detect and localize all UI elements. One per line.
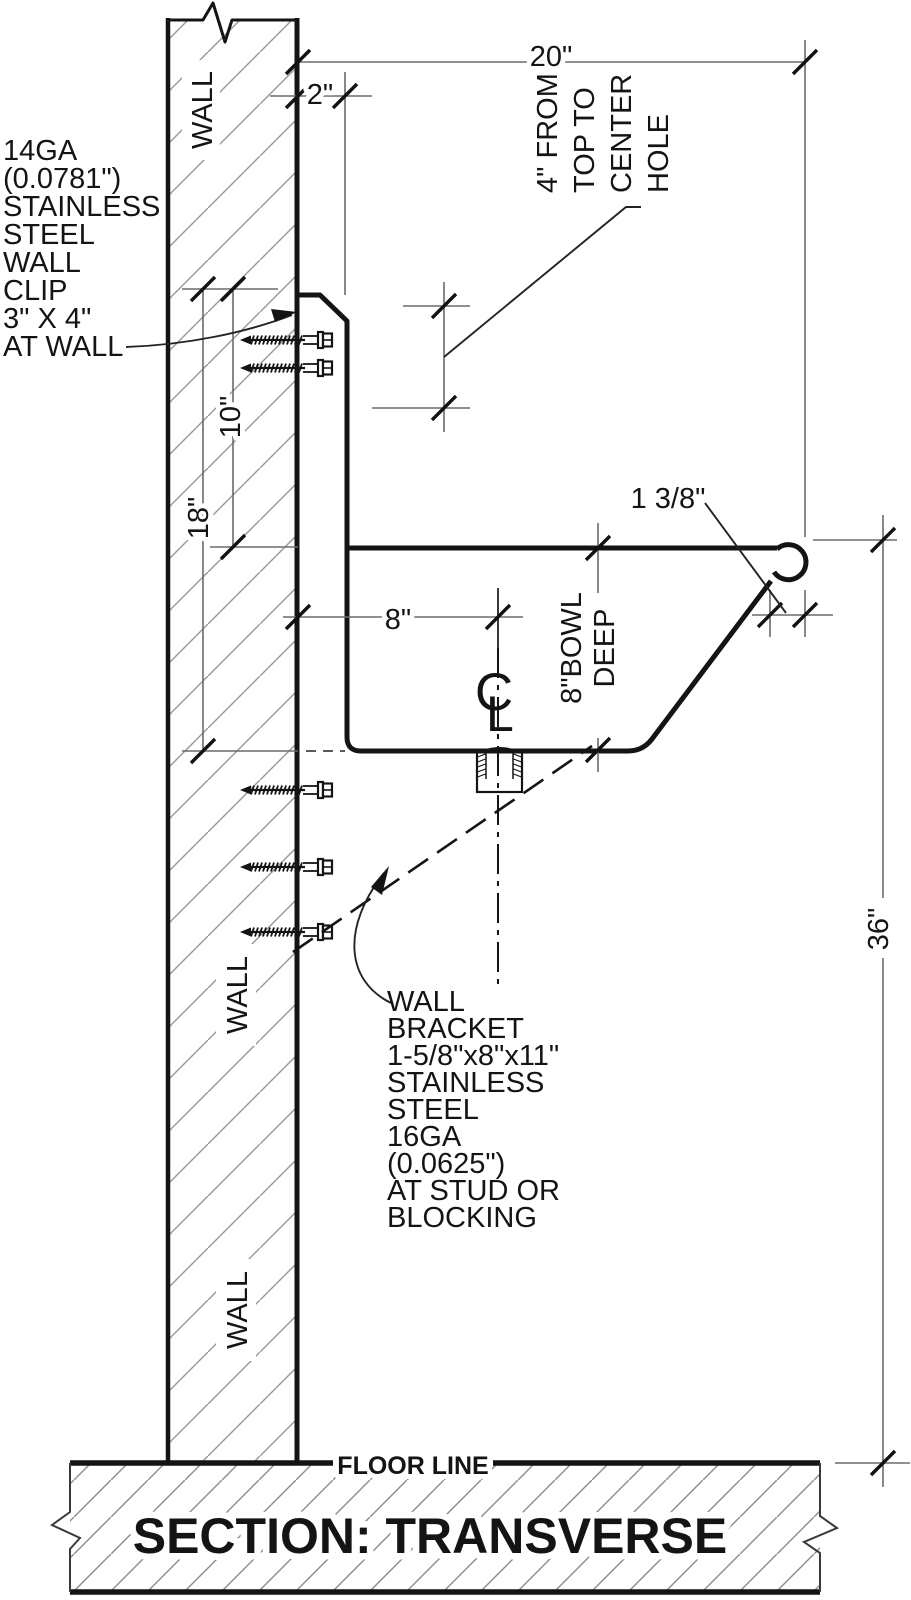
dim-1-3-8in: 1 3/8": [631, 483, 706, 515]
floor-line-label: FLOOR LINE: [337, 1452, 488, 1480]
dim-bowl-deep-line: DEEP: [589, 609, 621, 688]
dim-10in: 10": [215, 396, 247, 439]
sink-outline: [298, 292, 809, 754]
wall-section: [165, 1, 300, 1463]
clip-note-line: STEEL: [3, 219, 95, 251]
hole-note-line: CENTER: [606, 74, 638, 193]
clip-note-line: WALL: [3, 247, 81, 279]
drain-body: [475, 749, 524, 794]
floor-left-break-symbol: [50, 1463, 82, 1592]
clip-leader-arrowhead: [271, 309, 297, 322]
dim-8in: 8": [385, 604, 411, 636]
bracket-note-line: BRACKET: [387, 1013, 524, 1045]
dim-2in: 2": [307, 79, 333, 111]
bowl-profile: [298, 292, 773, 754]
wall-mid-label-backer: [216, 944, 256, 1046]
dim-36in: 36": [863, 908, 895, 951]
bracket-note-line: 1-5/8"x8"x11": [387, 1040, 559, 1072]
hole-note-line: HOLE: [643, 114, 675, 193]
clip-note-line: (0.0781"): [3, 163, 121, 195]
bracket-note: WALL BRACKET 1-5/8"x8"x11" STAINLESS STE…: [387, 986, 560, 1234]
leader-lines: [125, 206, 787, 1004]
clip-leader: [125, 314, 293, 348]
bracket-note-line: 16GA: [387, 1121, 462, 1153]
dim-18in: 18": [183, 497, 215, 540]
rim-dim-leader: [704, 502, 787, 614]
wall-top-label-backer: [182, 60, 220, 160]
dim-20in: 20": [530, 41, 573, 73]
drain-fitting: [475, 747, 524, 794]
drain-threads: [477, 753, 522, 778]
hole-note-line: TOP TO: [569, 87, 601, 193]
drawing-title: SECTION: TRANSVERSE: [133, 1508, 728, 1564]
bracket-leader-arrowhead: [371, 866, 389, 895]
centerline-symbol-c: C: [475, 663, 513, 722]
bracket-note-line: AT STUD OR: [387, 1175, 560, 1207]
bracket-note-line: BLOCKING: [387, 1202, 537, 1234]
clip-note-line: CLIP: [3, 275, 67, 307]
centerline-symbol-l: L: [486, 686, 514, 742]
hole-note: 4" FROM TOP TO CENTER HOLE: [532, 73, 675, 193]
hole-note-line: 4" FROM: [532, 73, 564, 193]
floor-hatch: [70, 1463, 820, 1592]
bracket-note-line: STAINLESS: [387, 1067, 544, 1099]
clip-note-line: 14GA: [3, 135, 78, 167]
wall-bracket-hidden-line: [292, 744, 593, 954]
wall-top-break-symbol: [168, 1, 297, 44]
wall-label-top: WALL: [187, 71, 219, 149]
annotations: 14GA (0.0781") STAINLESS STEEL WALL CLIP…: [3, 36, 900, 1571]
clip-note-line: 3" X 4": [3, 303, 91, 335]
floor-right-break-symbol: [801, 1463, 840, 1592]
wall-bottom-label-backer: [216, 1259, 256, 1361]
clip-note: 14GA (0.0781") STAINLESS STEEL WALL CLIP…: [3, 135, 160, 363]
clip-note-line: STAINLESS: [3, 191, 160, 223]
bracket-note-line: STEEL: [387, 1094, 479, 1126]
wall-label-mid: WALL: [222, 956, 254, 1034]
rim-roll: [771, 542, 809, 583]
floor-section: [50, 1460, 840, 1595]
drain-strainer-lip: [482, 747, 517, 752]
hole-note-leader: [443, 206, 641, 358]
wall-hatch: [168, 20, 297, 1463]
bracket-leader: [353, 872, 392, 1004]
clip-note-line: AT WALL: [3, 331, 123, 363]
bracket-note-line: (0.0625"): [387, 1148, 505, 1180]
bracket-note-line: WALL: [387, 986, 465, 1018]
centerline-symbol: C L: [475, 663, 514, 742]
dim-bowl-deep-line: 8"BOWL: [556, 592, 588, 704]
wall-label-bottom: WALL: [222, 1271, 254, 1349]
